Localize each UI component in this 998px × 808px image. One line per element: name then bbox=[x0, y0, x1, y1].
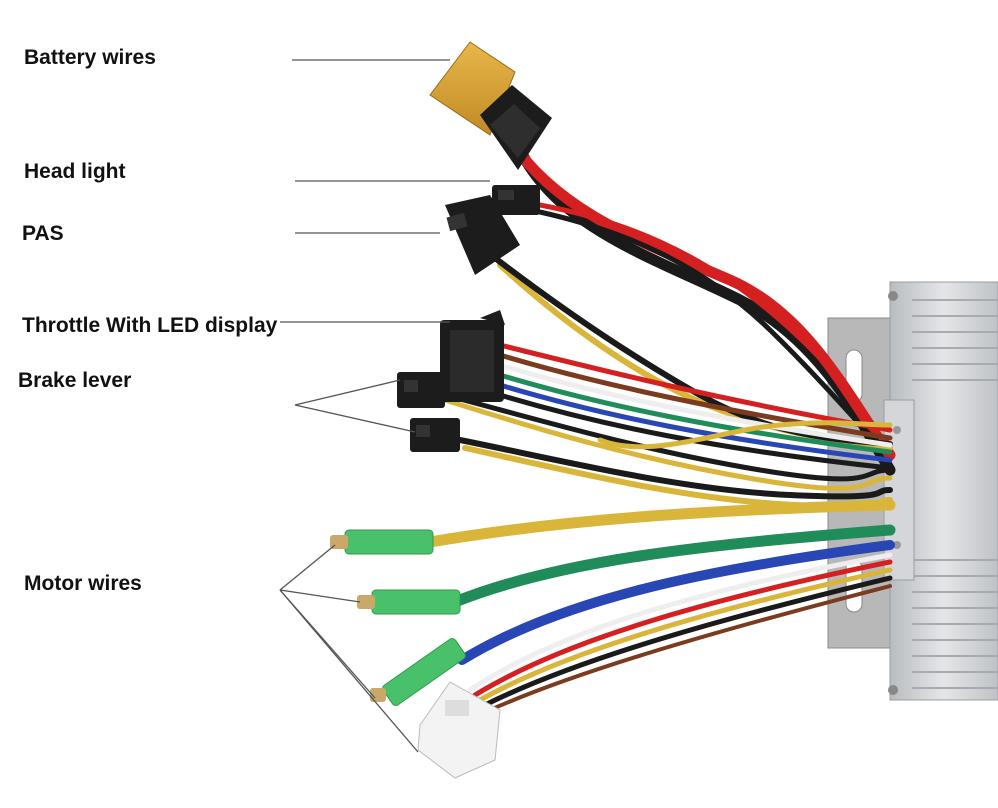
screw bbox=[888, 685, 898, 695]
heat-sink-fins bbox=[912, 299, 998, 689]
screw bbox=[888, 291, 898, 301]
motor-bullet-connector-blue bbox=[370, 638, 466, 706]
pas-connector bbox=[445, 195, 520, 275]
throttle-connector bbox=[440, 310, 505, 402]
label-pas: PAS bbox=[22, 222, 64, 245]
hall-sensor-connector bbox=[417, 681, 501, 779]
label-motor-wires: Motor wires bbox=[24, 572, 142, 595]
xt60-connector bbox=[429, 41, 552, 170]
brake-connector-lower bbox=[410, 418, 460, 452]
label-head-light: Head light bbox=[24, 160, 126, 183]
hall-sensor-wires bbox=[467, 552, 893, 712]
leader-motor-2 bbox=[279, 589, 361, 603]
leader-lines bbox=[279, 59, 490, 753]
motor-phase-wires bbox=[424, 499, 896, 665]
motor-bullet-connector-yellow bbox=[330, 529, 434, 555]
label-throttle: Throttle With LED display bbox=[22, 314, 278, 337]
screw bbox=[893, 426, 901, 434]
leader-motor-1 bbox=[279, 544, 336, 591]
headlight-connector bbox=[492, 185, 540, 215]
motor-bullet-connector-green bbox=[357, 589, 461, 615]
label-battery-wires: Battery wires bbox=[24, 46, 156, 69]
screw bbox=[893, 541, 901, 549]
leader-brake-upper bbox=[294, 379, 401, 406]
leader-brake-lower bbox=[294, 404, 416, 433]
controller-box bbox=[827, 281, 998, 701]
label-brake-lever: Brake lever bbox=[18, 369, 132, 392]
brake-connector-upper bbox=[397, 372, 445, 408]
leader-motor-4 bbox=[279, 589, 419, 753]
